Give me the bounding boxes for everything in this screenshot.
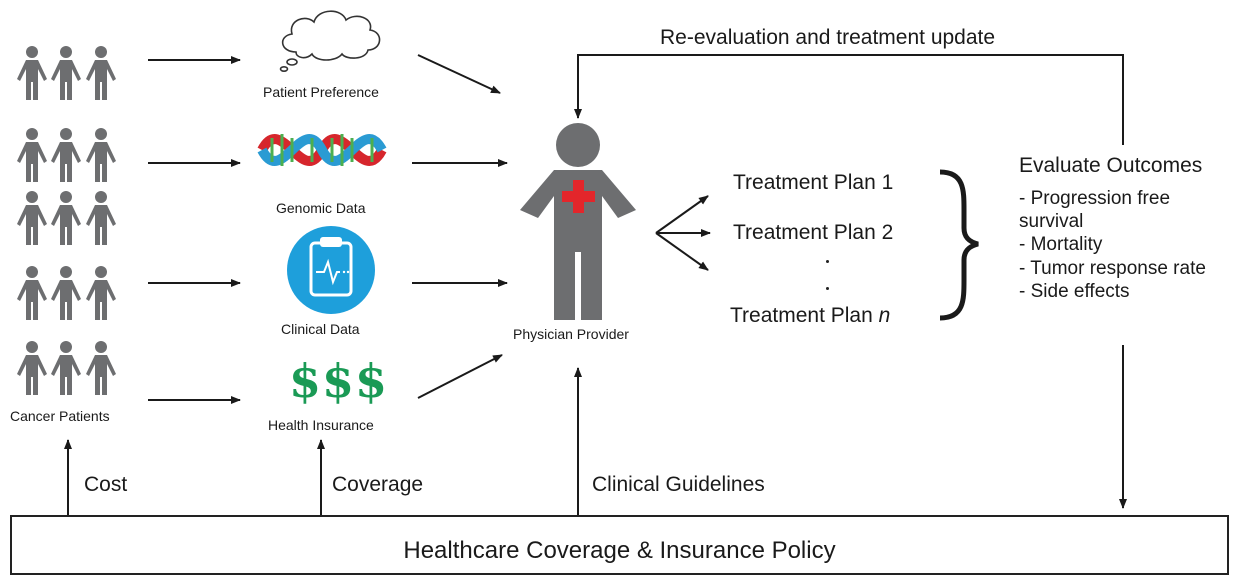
treatment-plan-2: Treatment Plan 2	[733, 221, 894, 244]
patient-figure-icon	[51, 46, 81, 100]
input-provider-arrows	[412, 54, 508, 399]
grouping-brace	[939, 169, 979, 321]
physician-provider-label: Physician Provider	[513, 326, 629, 342]
plan-arrows	[655, 195, 711, 271]
patient-figure-icon	[86, 46, 116, 100]
patient-figure-icon	[51, 191, 81, 245]
physician-icon	[520, 123, 636, 320]
patient-figure-icon	[86, 191, 116, 245]
policy-box: Healthcare Coverage & Insurance Policy	[10, 515, 1229, 575]
patient-figure-icon	[17, 46, 47, 100]
patient-figure-icon	[17, 266, 47, 320]
outcome-item: - Mortality	[1019, 234, 1103, 256]
feedback-arrow	[574, 54, 1124, 145]
clinical-guidelines-label: Clinical Guidelines	[592, 473, 765, 496]
clipboard-icon	[287, 226, 375, 314]
ellipsis-dot	[826, 287, 829, 290]
patient-input-arrows	[148, 56, 241, 404]
ellipsis-dot	[826, 260, 829, 263]
cancer-patients-group	[17, 46, 116, 395]
patient-figure-icon	[86, 128, 116, 182]
cancer-patients-label: Cancer Patients	[10, 408, 110, 424]
patient-figure-icon	[51, 128, 81, 182]
outcomes-title: Evaluate Outcomes	[1019, 154, 1203, 177]
outcome-item: - Tumor response rate	[1019, 257, 1206, 279]
patient-figure-icon	[86, 266, 116, 320]
outcome-item: - Side effects	[1019, 280, 1130, 302]
policy-arrows	[64, 367, 582, 515]
patient-figure-icon	[86, 341, 116, 395]
health-insurance-label: Health Insurance	[268, 417, 374, 433]
clinical-data-label: Clinical Data	[281, 321, 360, 337]
thought-cloud-icon	[279, 10, 381, 73]
patient-figure-icon	[51, 341, 81, 395]
outcome-item: survival	[1019, 211, 1084, 233]
patient-figure-icon	[17, 341, 47, 395]
dollar-signs-icon: $$$	[289, 354, 389, 408]
patient-preference-label: Patient Preference	[263, 84, 379, 100]
dna-helix-icon	[257, 134, 387, 166]
treatment-plan-1: Treatment Plan 1	[733, 171, 894, 194]
coverage-label: Coverage	[332, 473, 424, 496]
feedback-label: Re-evaluation and treatment update	[660, 26, 996, 49]
medical-cross-icon	[562, 180, 595, 213]
cost-label: Cost	[84, 473, 128, 496]
patient-figure-icon	[17, 191, 47, 245]
outcome-item: - Progression free	[1019, 188, 1171, 209]
policy-label: Healthcare Coverage & Insurance Policy	[403, 537, 836, 564]
patient-figure-icon	[17, 128, 47, 182]
outcomes-list: - Progression free survival - Mortality …	[1019, 187, 1206, 303]
genomic-data-label: Genomic Data	[276, 200, 366, 216]
patient-figure-icon	[51, 266, 81, 320]
treatment-plan-n: Treatment Plan n	[730, 304, 891, 327]
